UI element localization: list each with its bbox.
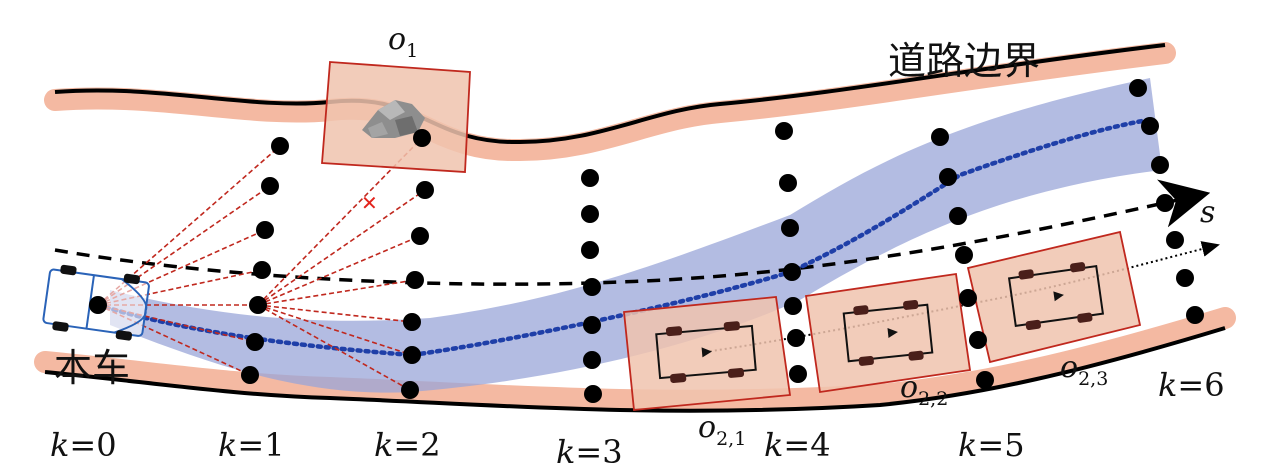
stage-label-k5: k=5 [958,426,1025,464]
node-k4 [781,219,799,237]
node-k1 [253,261,271,279]
node-k3 [583,316,601,334]
stage-label-k4: k=4 [764,426,831,464]
stage-label-k1: k=1 [218,426,285,464]
obstacle-o21-label: o2,1 [698,410,746,450]
static-obstacle [321,61,471,173]
node-k6 [1186,306,1204,324]
node-k4 [789,365,807,383]
node-k3 [583,278,601,296]
node-k2 [411,227,429,245]
stage-label-k6: k=6 [1158,366,1225,404]
obstacle-o22-label: o2,2 [900,370,948,410]
stage-label-k2: k=2 [374,426,441,464]
node-k4 [783,263,801,281]
ego-vehicle-label: 本车 [54,346,130,390]
optimal-path [95,117,1151,358]
node-k6 [1151,156,1169,174]
sampling-nodes [89,79,1204,403]
dynamic-obstacle-2-3 [966,230,1142,364]
node-k5 [976,371,994,389]
dynamic-obstacle-2-1 [623,296,792,411]
upper-road-boundary [44,42,1176,162]
node-k3 [581,205,599,223]
node-k1 [256,221,274,239]
path-coordinate-label: s [1200,195,1215,230]
node-k2 [406,271,424,289]
node-k5 [939,168,957,186]
node-k2 [403,346,421,364]
node-k2 [401,381,419,399]
node-k6 [1129,79,1147,97]
node-k4 [784,297,802,315]
node-k1 [271,137,289,155]
node-k6 [1141,117,1159,135]
node-k3 [581,169,599,187]
node-k6 [1156,194,1174,212]
node-k5 [955,246,973,264]
road-boundary-label: 道路边界 [888,39,1040,83]
dynamic-obstacle-2-2 [804,272,972,394]
node-k1 [246,333,264,351]
node-k6 [1166,231,1184,249]
node-k2 [403,313,421,331]
node-k5 [949,207,967,225]
node-k3 [584,385,602,403]
stage-label-k3: k=3 [556,433,623,470]
infeasible-mark: ✕ [361,191,378,215]
node-k4 [787,329,805,347]
node-k1 [249,296,267,314]
node-k5 [931,128,949,146]
node-k4 [775,122,793,140]
node-k1 [261,177,279,195]
node-k3 [583,351,601,369]
rock-icon [362,100,425,138]
node-k2 [413,129,431,147]
node-k6 [1176,269,1194,287]
feasible-corridor [110,78,1162,393]
stage-label-k0: k=0 [50,426,117,464]
node-k2 [416,181,434,199]
node-k5 [959,289,977,307]
reference-path [54,179,1211,286]
node-k4 [779,174,797,192]
obstacle-o1-label: o1 [388,22,418,62]
node-k5 [969,331,987,349]
node-k1 [241,366,259,384]
obstacle-o23-label: o2,3 [1060,350,1108,390]
node-k0 [89,296,107,314]
node-k3 [581,241,599,259]
